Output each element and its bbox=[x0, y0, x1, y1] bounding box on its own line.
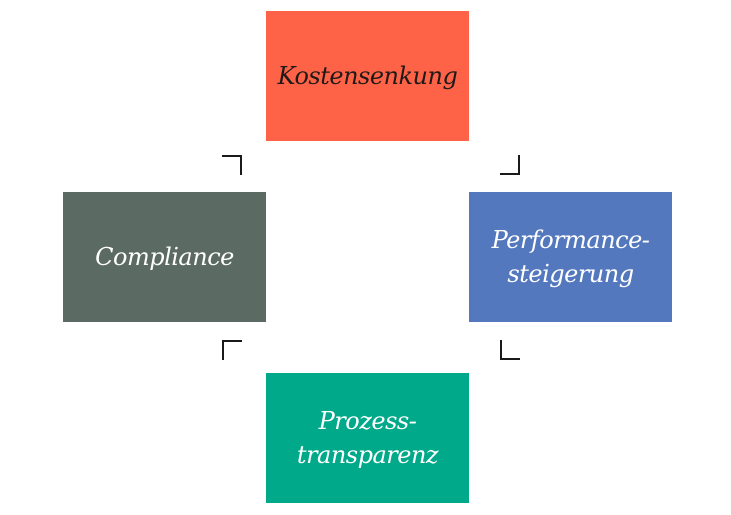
node-compliance-label: Compliance bbox=[95, 243, 234, 271]
connector-bottom-right bbox=[500, 340, 520, 360]
node-prozesstransparenz-label: Prozess- transparenz bbox=[296, 407, 439, 469]
node-performancesteigerung-label: Performance- steigerung bbox=[491, 226, 650, 288]
node-compliance: Compliance bbox=[63, 192, 266, 322]
node-performancesteigerung: Performance- steigerung bbox=[469, 192, 672, 322]
connector-top-right bbox=[500, 155, 520, 175]
node-kostensenkung: Kostensenkung bbox=[266, 11, 469, 141]
connector-top-left bbox=[222, 155, 242, 175]
node-kostensenkung-label: Kostensenkung bbox=[277, 62, 458, 90]
connector-bottom-left bbox=[222, 340, 242, 360]
node-prozesstransparenz: Prozess- transparenz bbox=[266, 373, 469, 503]
